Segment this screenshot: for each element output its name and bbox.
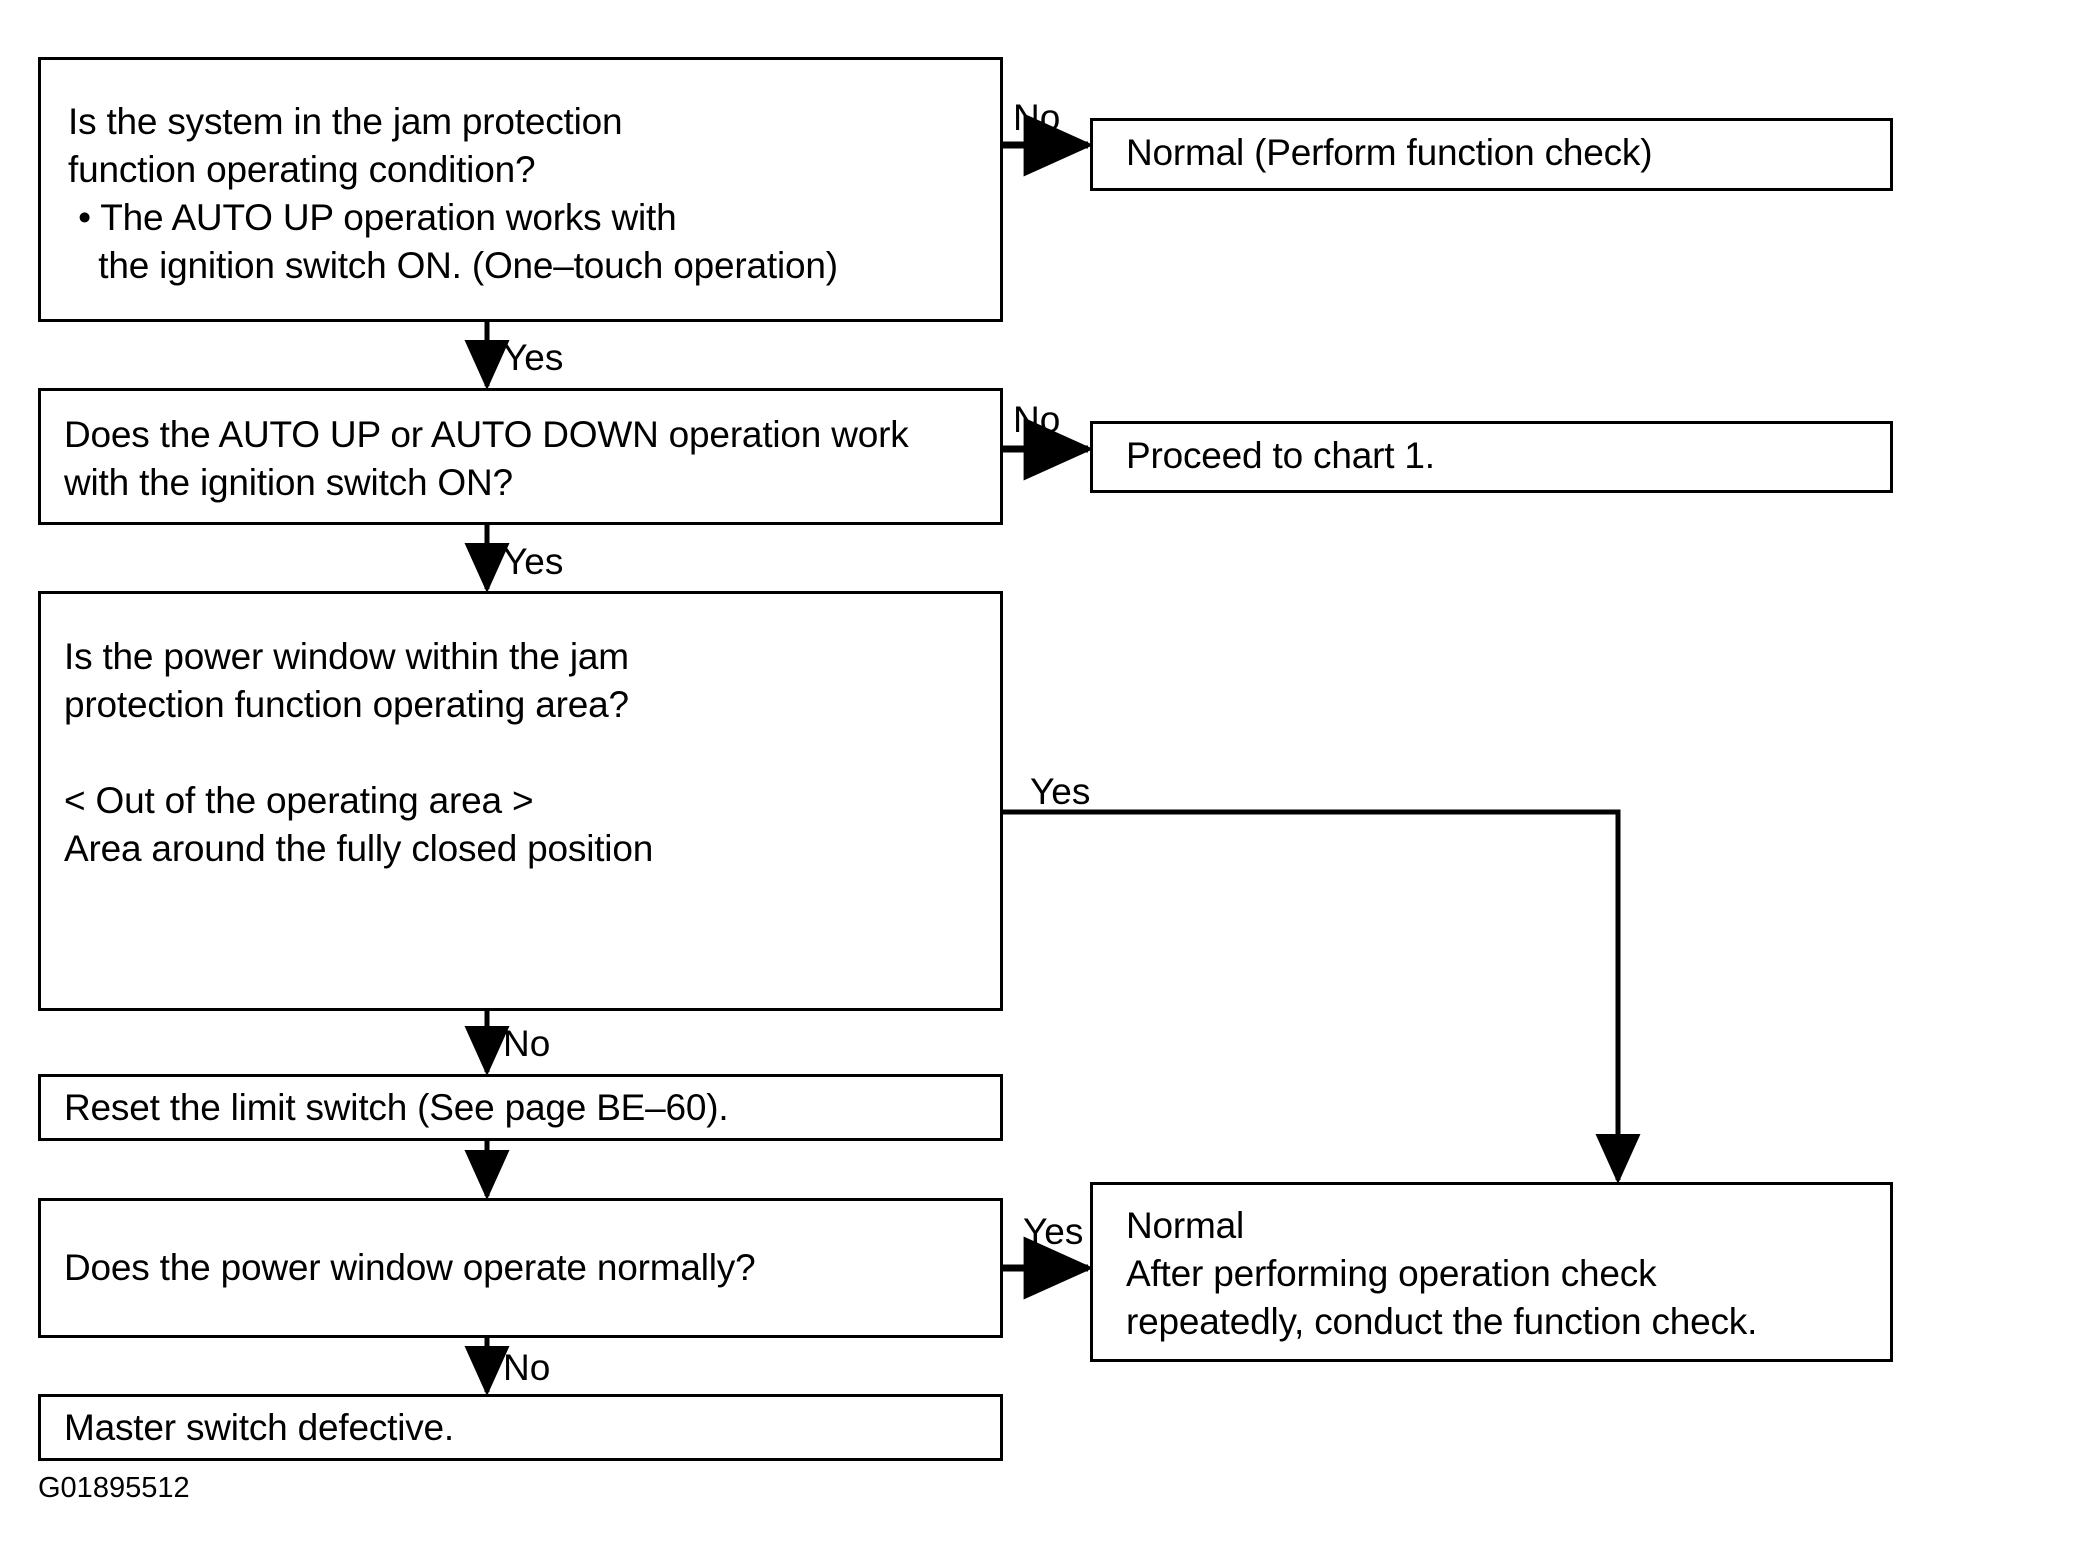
- node-r2-line-1: Proceed to chart 1.: [1126, 435, 1435, 476]
- node-q3-line-4: < Out of the operating area >: [64, 780, 534, 821]
- node-q4-line-1: Does the power window operate normally?: [64, 1247, 756, 1288]
- branch-label-q1-yes: Yes: [503, 337, 564, 378]
- node-q2-line-2: with the ignition switch ON?: [64, 462, 513, 503]
- connector-q3-yes: [1003, 809, 1641, 1185]
- node-q3-line-1: Is the power window within the jam: [64, 636, 629, 677]
- node-r3-line-2: After performing operation check: [1126, 1253, 1657, 1294]
- node-q1-line-4: the ignition switch ON. (One–touch opera…: [68, 245, 838, 286]
- node-jam-protection-condition-question[interactable]: [38, 57, 1003, 322]
- node-q3-line-2: protection function operating area?: [64, 684, 629, 725]
- node-q2-line-1: Does the AUTO UP or AUTO DOWN operation …: [64, 414, 909, 455]
- branch-label-q3-no: No: [503, 1023, 551, 1064]
- node-proceed-to-chart-1[interactable]: [1090, 421, 1893, 493]
- node-q1-line-1: Is the system in the jam protection: [68, 101, 623, 142]
- node-operating-area-question[interactable]: [38, 591, 1003, 1011]
- figure-id-label: G01895512: [38, 1472, 190, 1504]
- node-r3-line-3: repeatedly, conduct the function check.: [1126, 1301, 1758, 1342]
- branch-label-q1-no: No: [1013, 97, 1061, 138]
- node-r1-line-1: Normal (Perform function check): [1126, 132, 1653, 173]
- node-power-window-normal-question[interactable]: [38, 1198, 1003, 1338]
- branch-label-q2-yes: Yes: [503, 541, 564, 582]
- node-q1-line-3: • The AUTO UP operation works with: [68, 197, 677, 238]
- node-normal-after-operation-check[interactable]: [1090, 1182, 1893, 1362]
- node-q1-line-2: function operating condition?: [68, 149, 536, 190]
- node-q3-line-5: Area around the fully closed position: [64, 828, 654, 869]
- node-r3-line-1: Normal: [1126, 1205, 1245, 1246]
- node-a2-line-1: Master switch defective.: [64, 1407, 455, 1448]
- branch-label-q4-yes: Yes: [1023, 1211, 1084, 1252]
- node-a1-line-1: Reset the limit switch (See page BE–60).: [64, 1087, 729, 1128]
- branch-label-q3-yes: Yes: [1030, 771, 1091, 812]
- node-normal-perform-function-check[interactable]: [1090, 118, 1893, 191]
- branch-label-q2-no: No: [1013, 399, 1061, 440]
- node-reset-limit-switch-action[interactable]: [38, 1074, 1003, 1141]
- node-auto-up-down-operation-question[interactable]: [38, 388, 1003, 525]
- branch-label-q4-no: No: [503, 1347, 551, 1388]
- node-master-switch-defective[interactable]: [38, 1394, 1003, 1461]
